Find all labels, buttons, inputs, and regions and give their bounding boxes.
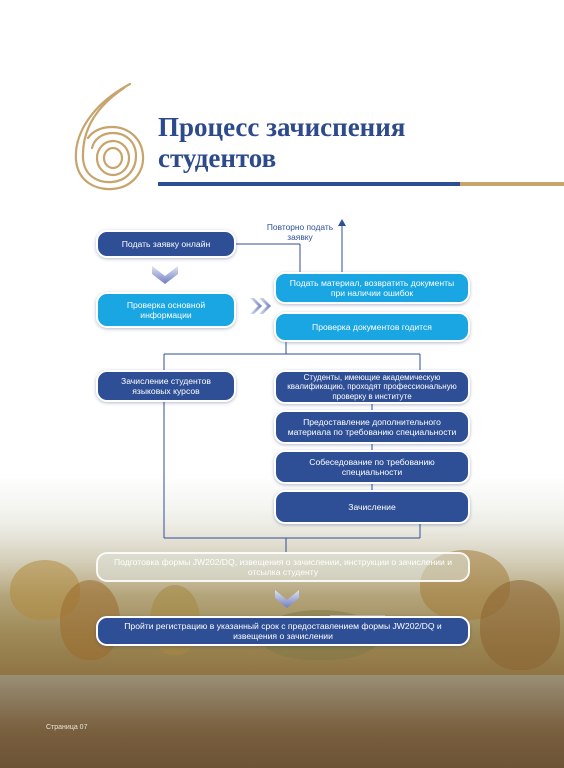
step-label: Зачисление (348, 502, 396, 512)
page-number: Страница 07 (46, 724, 88, 731)
section-number-six-icon (74, 82, 145, 191)
step-label: Проверка основной информации (126, 300, 206, 320)
step-interview: Собеседование по требованию специальност… (274, 450, 470, 484)
page-title: Процесс зачиспения студентов (158, 112, 405, 174)
step-docs-ok: Проверка документов годится (274, 312, 470, 342)
step-language-courses: Зачисление студентов языковых курсов (96, 370, 236, 402)
autumn-tree (480, 580, 560, 670)
chevron-down-icon (152, 266, 178, 284)
chevron-down-icon (275, 590, 299, 608)
step-submit-material: Подать материал, возвратить документы пр… (274, 272, 470, 304)
step-label: Подать заявку онлайн (121, 239, 211, 249)
step-submit-online: Подать заявку онлайн (96, 230, 236, 258)
step-label: Предоставление дополнительного материала… (287, 417, 457, 437)
step-label: Подать материал, возвратить документы пр… (289, 278, 455, 298)
step-label: Подготовка формы JW202/DQ, извещения о з… (113, 557, 453, 577)
title-line-1: Процесс зачиспения (158, 112, 406, 142)
step-label: Зачисление студентов языковых курсов (121, 376, 211, 396)
step-label: Студенты, имеющие академическую квалифик… (287, 372, 457, 401)
step-label: Пройти регистрацию в указанный срок с пр… (124, 621, 442, 641)
lake-water (0, 675, 564, 768)
title-underline-blue (158, 182, 460, 186)
step-admission: Зачисление (274, 490, 470, 524)
step-label: Собеседование по требованию специальност… (309, 457, 435, 477)
step-prepare-form: Подготовка формы JW202/DQ, извещения о з… (96, 552, 470, 582)
title-underline-gold (460, 182, 564, 186)
resubmit-label: Повторно подать заявку (266, 222, 334, 242)
step-register: Пройти регистрацию в указанный срок с пр… (96, 616, 470, 646)
step-academic-check: Студенты, имеющие академическую квалифик… (274, 370, 470, 404)
step-basic-check: Проверка основной информации (96, 292, 236, 328)
title-line-2: студентов (158, 143, 277, 173)
double-chevron-right-icon (250, 298, 271, 314)
step-additional-material: Предоставление дополнительного материала… (274, 410, 470, 444)
step-label: Проверка документов годится (312, 322, 432, 332)
